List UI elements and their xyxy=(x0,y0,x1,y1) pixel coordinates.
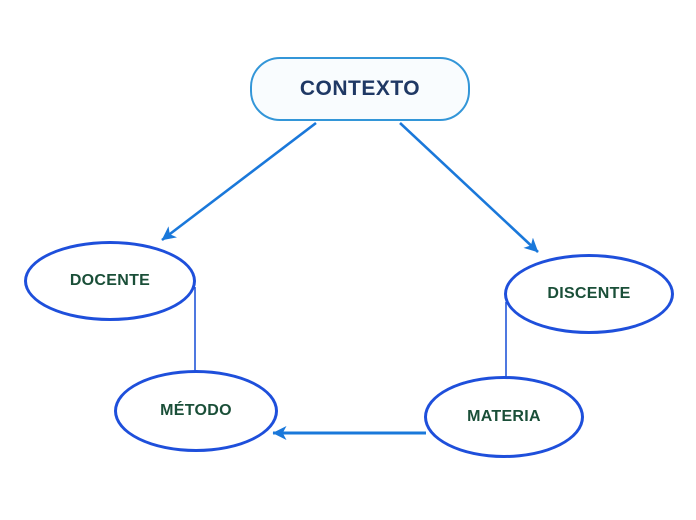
node-discente-label: DISCENTE xyxy=(547,285,631,302)
edge-contexto-docente xyxy=(161,121,317,242)
node-contexto-label: CONTEXTO xyxy=(299,77,421,100)
node-discente: DISCENTE xyxy=(504,254,674,334)
node-contexto: CONTEXTO xyxy=(250,57,470,121)
node-docente: DOCENTE xyxy=(24,241,196,321)
node-materia-label: MATERIA xyxy=(467,408,541,425)
node-metodo: MÉTODO xyxy=(114,370,278,452)
node-metodo-label: MÉTODO xyxy=(160,402,232,419)
edge-contexto-discente xyxy=(399,122,539,253)
node-materia: MATERIA xyxy=(424,376,584,458)
node-docente-label: DOCENTE xyxy=(69,272,151,289)
